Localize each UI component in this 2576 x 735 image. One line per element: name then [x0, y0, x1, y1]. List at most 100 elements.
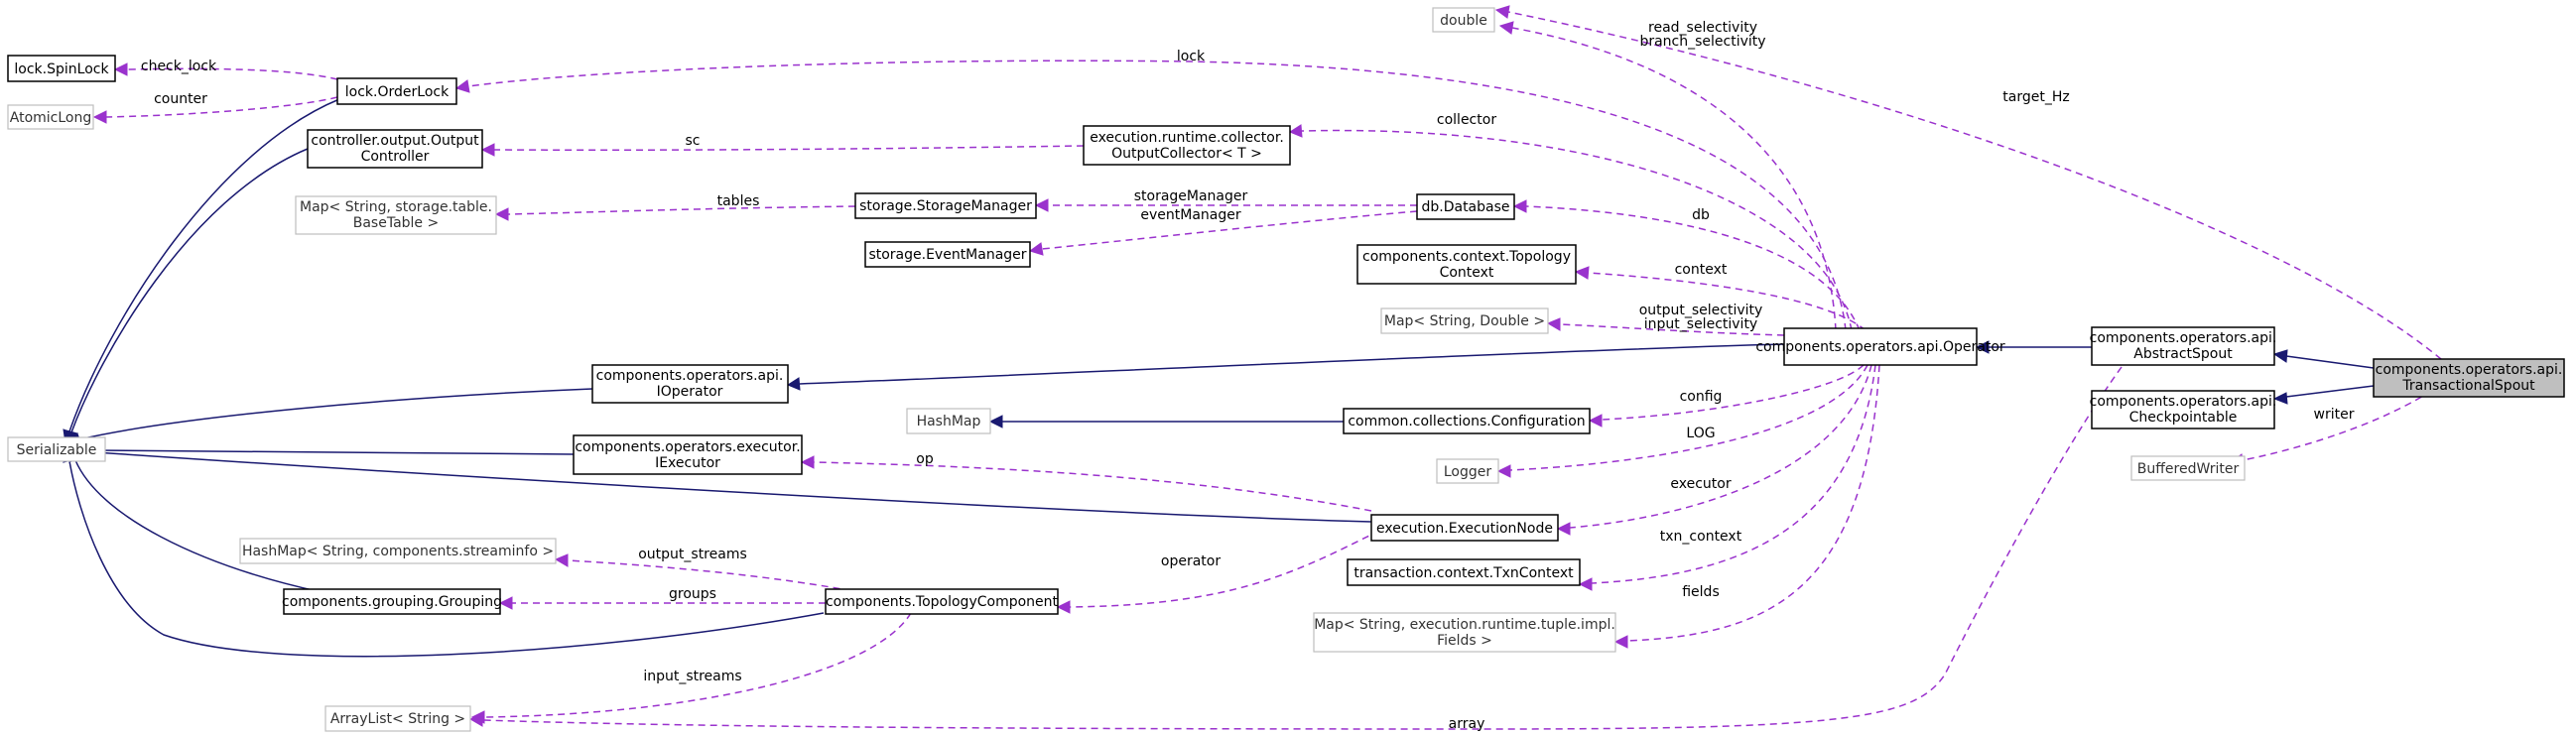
node-db-database[interactable]: db.Database: [1416, 193, 1515, 220]
edge-label-context: context: [1675, 262, 1728, 278]
svg-text:Map< String, storage.table.: Map< String, storage.table.: [300, 199, 492, 215]
edge-label-groups: groups: [669, 586, 716, 602]
edge-label-fields: fields: [1682, 584, 1720, 600]
svg-text:IOperator: IOperator: [657, 384, 723, 400]
edge-label-event-manager: eventManager: [1140, 207, 1240, 223]
edge-abstractspout-operator: [1975, 340, 2092, 354]
node-output-collector[interactable]: execution.runtime.collector. OutputColle…: [1083, 125, 1291, 166]
node-map-fields[interactable]: Map< String, execution.runtime.tuple.imp…: [1313, 612, 1616, 653]
edge-label-output-streams: output_streams: [638, 547, 747, 562]
svg-text:ArrayList< String >: ArrayList< String >: [330, 711, 465, 727]
node-transactional-spout[interactable]: components.operators.api. TransactionalS…: [2373, 358, 2565, 398]
node-hashmap[interactable]: HashMap: [906, 408, 991, 434]
edge-label-check-lock: check_lock: [141, 59, 217, 74]
edge-label-txn-context: txn_context: [1660, 529, 1742, 545]
edge-storage-manager: [1034, 198, 1417, 212]
svg-text:Fields >: Fields >: [1437, 633, 1492, 649]
svg-text:HashMap< String, components.st: HashMap< String, components.streaminfo >: [242, 544, 554, 559]
node-operator[interactable]: components.operators.api.Operator: [1755, 327, 2005, 366]
edge-array: [468, 366, 2123, 730]
node-buffered-writer[interactable]: BufferedWriter: [2130, 455, 2246, 481]
edge-label-lock: lock: [1177, 49, 1206, 64]
diagram-nodes: components.operators.api. TransactionalS…: [7, 7, 2565, 732]
edge-label-db: db: [1692, 207, 1710, 223]
node-ioperator[interactable]: components.operators.api. IOperator: [591, 364, 789, 404]
edge-label-counter: counter: [154, 91, 207, 107]
edge-label-operator: operator: [1161, 553, 1221, 569]
node-storage-manager[interactable]: storage.StorageManager: [854, 192, 1037, 219]
edge-db: [1512, 199, 1861, 331]
svg-text:AbstractSpout: AbstractSpout: [2133, 346, 2233, 362]
edge-context: [1574, 266, 1867, 331]
edge-output-input-selectivity: [1546, 317, 1785, 336]
node-hashmap-streaminfo[interactable]: HashMap< String, components.streaminfo >: [239, 538, 557, 564]
edge-log: [1496, 364, 1868, 478]
edge-label-branch-selectivity: branch_selectivity: [1639, 34, 1765, 50]
svg-text:execution.runtime.collector.: execution.runtime.collector.: [1090, 130, 1284, 146]
edge-label-output-selectivity: output_selectivity: [1639, 303, 1763, 318]
edge-config: [1588, 364, 1865, 428]
edge-fields: [1613, 364, 1880, 649]
edge-label-storage-manager: storageManager: [1134, 188, 1248, 204]
svg-text:components.operators.api.: components.operators.api.: [596, 368, 784, 384]
svg-text:double: double: [1440, 13, 1487, 29]
edge-ioperator-serializable: [65, 388, 593, 446]
node-map-basetable[interactable]: Map< String, storage.table. BaseTable >: [295, 195, 497, 235]
node-event-manager[interactable]: storage.EventManager: [864, 241, 1031, 268]
node-checkpointable[interactable]: components.operators.api. Checkpointable: [2090, 390, 2277, 429]
svg-text:transaction.context.TxnContext: transaction.context.TxnContext: [1353, 565, 1574, 581]
edge-label-config: config: [1680, 389, 1723, 405]
edge-label-executor: executor: [1670, 476, 1731, 492]
svg-text:components.context.Topology: components.context.Topology: [1362, 249, 1571, 265]
svg-text:Logger: Logger: [1444, 464, 1492, 480]
svg-text:components.operators.api.Opera: components.operators.api.Operator: [1755, 339, 2005, 355]
node-atomic-long[interactable]: AtomicLong: [7, 104, 94, 130]
svg-text:components.TopologyComponent: components.TopologyComponent: [826, 594, 1059, 610]
svg-text:execution.ExecutionNode: execution.ExecutionNode: [1376, 521, 1553, 537]
svg-text:Map< String, execution.runtime: Map< String, execution.runtime.tuple.imp…: [1314, 617, 1615, 633]
svg-text:AtomicLong: AtomicLong: [10, 110, 92, 126]
svg-text:BaseTable >: BaseTable >: [353, 215, 439, 231]
edge-event-manager: [1028, 210, 1418, 256]
svg-text:Map< String, Double >: Map< String, Double >: [1384, 313, 1545, 329]
svg-text:Controller: Controller: [361, 149, 430, 165]
node-map-double[interactable]: Map< String, Double >: [1380, 307, 1549, 334]
node-configuration[interactable]: common.collections.Configuration: [1343, 408, 1591, 434]
edge-label-op: op: [916, 451, 934, 467]
node-spin-lock[interactable]: lock.SpinLock: [7, 55, 116, 82]
node-grouping[interactable]: components.grouping.Grouping: [282, 588, 502, 615]
node-output-controller[interactable]: controller.output.Output Controller: [307, 129, 483, 169]
node-iexecutor[interactable]: components.operators.executor. IExecutor: [573, 434, 803, 475]
svg-text:components.operators.executor.: components.operators.executor.: [575, 439, 800, 455]
edge-sc: [480, 143, 1085, 157]
node-double[interactable]: double: [1432, 7, 1495, 33]
edge-executor: [1556, 364, 1872, 536]
node-serializable[interactable]: Serializable: [7, 436, 106, 462]
svg-text:components.grouping.Grouping: components.grouping.Grouping: [282, 594, 502, 610]
edge-lock: [454, 60, 1847, 331]
svg-text:storage.EventManager: storage.EventManager: [868, 247, 1026, 263]
svg-text:Context: Context: [1440, 265, 1494, 281]
edge-label-sc: sc: [686, 133, 701, 149]
svg-text:lock.SpinLock: lock.SpinLock: [14, 61, 109, 77]
node-topology-context[interactable]: components.context.Topology Context: [1356, 244, 1577, 285]
edge-label-input-streams: input_streams: [643, 669, 741, 684]
edge-orderlock-serializable: [63, 98, 340, 445]
edge-label-read-selectivity: read_selectivity: [1648, 20, 1757, 36]
diagram-edges: [63, 5, 2452, 730]
node-abstract-spout[interactable]: components.operators.api. AbstractSpout: [2090, 326, 2277, 366]
edge-outputcontroller-serializable: [65, 148, 309, 445]
edge-transactionalspout-checkpointable: [2272, 385, 2375, 405]
node-logger[interactable]: Logger: [1436, 458, 1499, 484]
node-execution-node[interactable]: execution.ExecutionNode: [1370, 514, 1559, 542]
node-arraylist-string[interactable]: ArrayList< String >: [324, 705, 471, 732]
svg-text:Checkpointable: Checkpointable: [2129, 410, 2238, 426]
node-order-lock[interactable]: lock.OrderLock: [336, 77, 457, 105]
svg-text:common.collections.Configurati: common.collections.Configuration: [1348, 414, 1585, 429]
svg-text:HashMap: HashMap: [917, 414, 981, 429]
node-topology-component[interactable]: components.TopologyComponent: [825, 588, 1059, 615]
edge-label-target-hz: target_Hz: [2002, 89, 2069, 105]
svg-text:Serializable: Serializable: [17, 442, 97, 458]
node-txn-context[interactable]: transaction.context.TxnContext: [1347, 558, 1581, 586]
svg-text:lock.OrderLock: lock.OrderLock: [345, 84, 450, 100]
